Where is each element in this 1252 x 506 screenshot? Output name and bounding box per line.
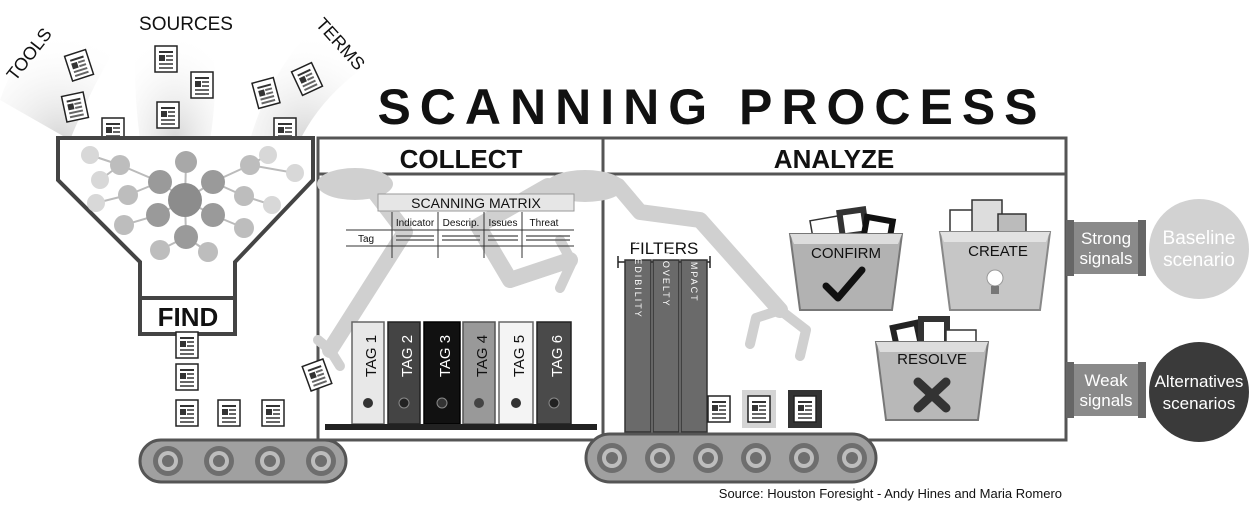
baseline-line1: Baseline xyxy=(1163,228,1236,249)
network-nodes xyxy=(81,146,304,262)
strong-signals-box xyxy=(1074,222,1138,274)
matrix-column-issues: Issues xyxy=(489,218,518,229)
tools-beam xyxy=(0,20,120,140)
baseline-scenario-circle xyxy=(1149,199,1249,299)
document-icon xyxy=(154,45,178,73)
binder-label-tag-2: TAG 2 xyxy=(399,335,416,377)
confirm-bin xyxy=(788,206,904,311)
binder-label-tag-6: TAG 6 xyxy=(549,335,566,377)
binder-label-tag-1: TAG 1 xyxy=(363,335,380,377)
confirm-label: CONFIRM xyxy=(811,245,881,262)
baseline-line2: scenario xyxy=(1163,250,1235,271)
conveyor-wheel xyxy=(204,446,234,476)
document-icon xyxy=(175,331,199,359)
tag-binders xyxy=(351,321,572,425)
filter-label-novelty: NOVELTY xyxy=(661,252,671,307)
binder-label-tag-4: TAG 4 xyxy=(474,335,491,377)
filters-title: FILTERS xyxy=(630,239,699,258)
collect-header: COLLECT xyxy=(400,144,523,174)
binder-label-tag-3: TAG 3 xyxy=(437,335,454,377)
matrix-column-threat: Threat xyxy=(530,218,559,229)
strong-signals-connector xyxy=(1066,220,1074,276)
resolve-label: RESOLVE xyxy=(897,351,967,368)
conveyor-wheel xyxy=(306,446,336,476)
puzzle-x-icon xyxy=(913,377,951,413)
filter-novelty xyxy=(652,259,680,433)
weak-signals-connector xyxy=(1138,362,1146,418)
analyze-robot-arm xyxy=(610,178,811,361)
strong-signals-line1: Strong xyxy=(1081,229,1131,248)
weak-signals-box xyxy=(1074,364,1138,416)
alternatives-line1: Alternatives xyxy=(1155,372,1244,391)
check-icon xyxy=(822,266,866,302)
filter-impact xyxy=(680,259,708,433)
weak-signals-line2: signals xyxy=(1080,391,1133,410)
document-icon xyxy=(217,399,241,427)
arm-joint xyxy=(317,168,393,200)
scanning-matrix-title: SCANNING MATRIX xyxy=(411,195,541,211)
matrix-cell-lines xyxy=(396,235,570,241)
conveyor-wheel xyxy=(693,443,723,473)
find-conveyor xyxy=(138,438,348,484)
scanning-matrix-grid xyxy=(346,212,574,258)
conveyor-wheel xyxy=(789,443,819,473)
analyze-conveyor xyxy=(584,432,878,484)
analyze-header: ANALYZE xyxy=(774,144,894,174)
page-title: SCANNING PROCESS xyxy=(377,79,1046,135)
conveyor-wheel xyxy=(255,446,285,476)
binder-label-tag-5: TAG 5 xyxy=(511,335,528,377)
filter-label-impact: IMPACT xyxy=(689,257,699,302)
conveyor-wheel xyxy=(597,443,627,473)
binder-shelf xyxy=(325,424,597,430)
sources-label: SOURCES xyxy=(139,14,233,35)
matrix-column-description: Descrip. xyxy=(443,218,480,229)
find-label: FIND xyxy=(158,302,219,332)
strong-signals-connector xyxy=(1138,220,1146,276)
document-icon xyxy=(60,91,90,123)
weak-signals-connector xyxy=(1066,362,1074,418)
weak-signals-line1: Weak xyxy=(1084,371,1128,390)
document-icon xyxy=(190,71,214,99)
source-credit: Source: Houston Foresight - Andy Hines a… xyxy=(719,486,1062,501)
document-icon xyxy=(175,399,199,427)
create-label: CREATE xyxy=(968,243,1028,260)
document-icon xyxy=(747,395,771,423)
conveyor-wheel xyxy=(153,446,183,476)
lightbulb-icon xyxy=(986,269,1004,294)
document-icon xyxy=(707,395,731,423)
filter-credibility xyxy=(624,259,652,433)
conveyor-wheel xyxy=(645,443,675,473)
alternatives-line2: scenarios xyxy=(1163,394,1236,413)
document-icon xyxy=(261,399,285,427)
strong-signals-line2: signals xyxy=(1080,249,1133,268)
document-icon xyxy=(793,395,817,423)
matrix-column-indicator: Indicator xyxy=(396,218,435,229)
resolve-bin xyxy=(874,316,990,421)
conveyor-wheel xyxy=(837,443,867,473)
document-icon xyxy=(301,358,333,392)
scanning-matrix-header xyxy=(377,193,575,212)
matrix-row-tag: Tag xyxy=(358,234,374,245)
conveyor-wheel xyxy=(741,443,771,473)
alternatives-scenario-circle xyxy=(1149,342,1249,442)
document-icon xyxy=(156,101,180,129)
filter-label-credibility: CREDIBILITY xyxy=(633,241,643,319)
document-icon xyxy=(175,363,199,391)
